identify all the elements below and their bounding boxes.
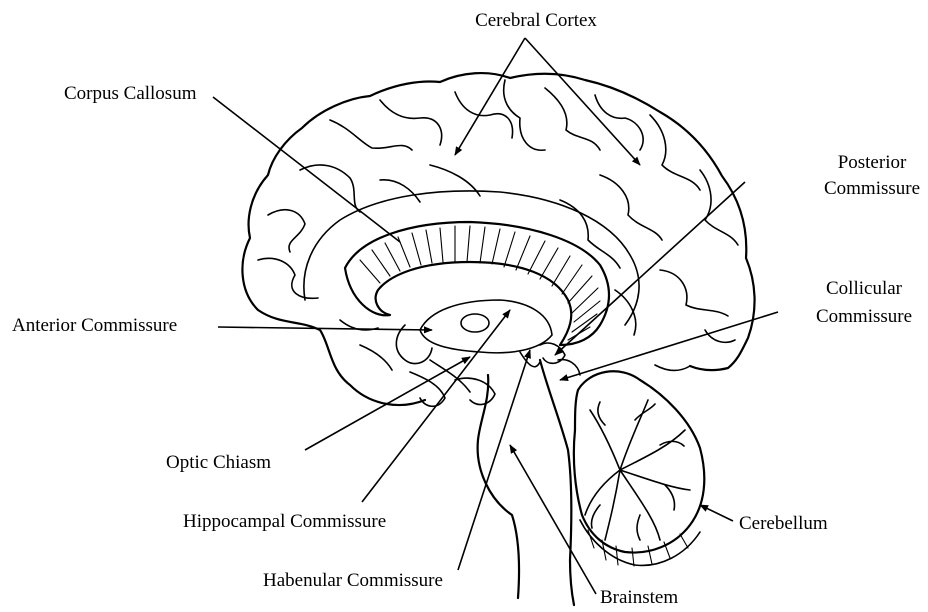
label-cerebral-cortex: Cerebral Cortex (475, 10, 597, 31)
label-habenular-commissure: Habenular Commissure (263, 570, 443, 591)
cerebellum-shape (574, 371, 704, 552)
label-brainstem: Brainstem (600, 587, 678, 608)
label-posterior-commissure-line1: Posterior (838, 152, 907, 173)
labels: Cerebral Cortex Corpus Callosum Posterio… (12, 10, 920, 608)
label-hippocampal-commissure: Hippocampal Commissure (183, 511, 386, 532)
label-cerebellum: Cerebellum (739, 513, 828, 534)
label-collicular-commissure-line1: Collicular (826, 278, 903, 299)
label-posterior-commissure-line2: Commissure (824, 178, 920, 199)
label-corpus-callosum: Corpus Callosum (64, 83, 197, 104)
label-collicular-commissure-line2: Commissure (816, 306, 912, 327)
label-optic-chiasm: Optic Chiasm (166, 452, 271, 473)
label-anterior-commissure: Anterior Commissure (12, 315, 177, 336)
brainstem-shape (478, 375, 519, 598)
